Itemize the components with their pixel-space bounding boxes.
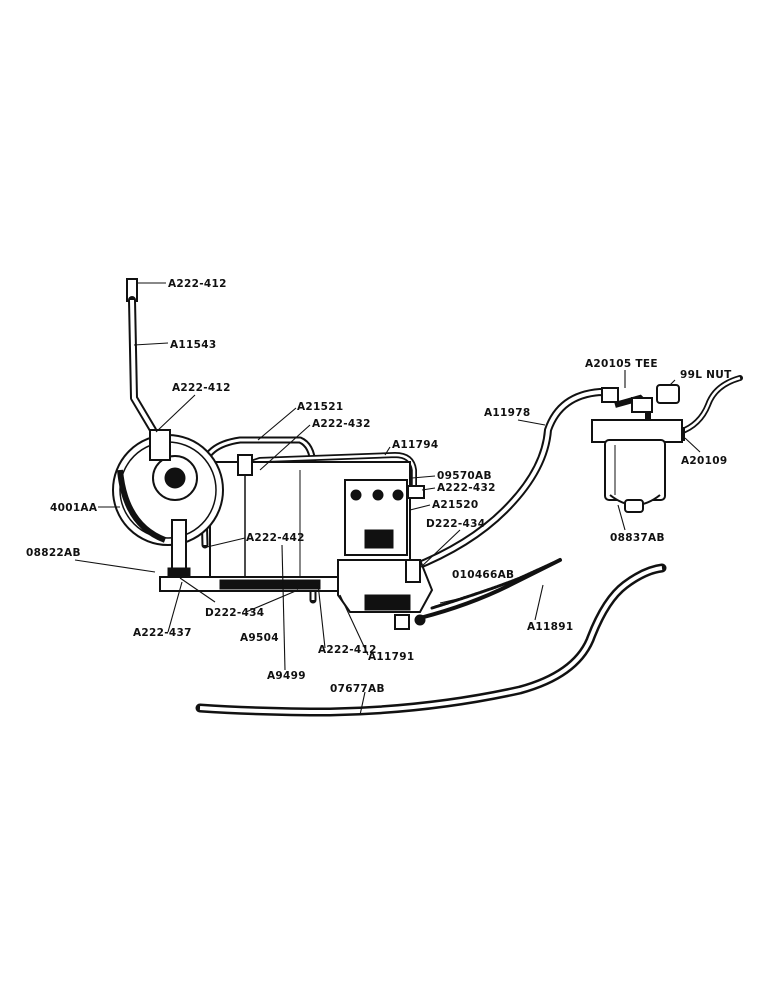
label-d222-434-right: D222-434 [426, 518, 485, 530]
label-4001aa: 4001AA [50, 502, 98, 514]
pipe-a11794 [242, 452, 417, 498]
label-a11791: A11791 [368, 651, 414, 663]
tee-fitting-a20105 [631, 397, 653, 413]
fuel-lines [126, 278, 743, 717]
injection-pump-assembly [112, 429, 434, 630]
nut-99l [656, 384, 680, 404]
label-a9499: A9499 [267, 670, 306, 682]
label-a21520: A21520 [432, 499, 478, 511]
label-a11543: A11543 [170, 339, 216, 351]
label-99l-nut: 99L NUT [680, 369, 732, 381]
part-labels: A222-412 A11543 A222-412 A21521 A222-432… [26, 278, 732, 695]
filter-head [591, 419, 683, 443]
label-08837ab: 08837AB [610, 532, 665, 544]
label-09570ab: 09570AB [437, 470, 492, 482]
label-07677ab: 07677AB [330, 683, 385, 695]
pipe-a11978 [408, 388, 616, 572]
label-d222-434-left: D222-434 [205, 607, 264, 619]
label-a11794: A11794 [392, 439, 438, 451]
label-a222-432-upper: A222-432 [312, 418, 371, 430]
label-08822ab: 08822AB [26, 547, 81, 559]
fuel-filter-assembly [591, 384, 685, 513]
label-a11978: A11978 [484, 407, 530, 419]
label-a20109: A20109 [681, 455, 727, 467]
label-a222-432-right: A222-432 [437, 482, 496, 494]
hose-07677ab [195, 563, 667, 717]
label-a20105-tee: A20105 TEE [585, 358, 658, 370]
label-a222-437: A222-437 [133, 627, 192, 639]
filter-bowl [604, 439, 666, 501]
pipe-a11891 [418, 558, 562, 620]
label-a222-412-top: A222-412 [168, 278, 227, 290]
label-a222-412-bottom: A222-412 [318, 644, 377, 656]
label-a21521: A21521 [297, 401, 343, 413]
label-a222-412-upper: A222-412 [172, 382, 231, 394]
leader-lines [74, 282, 701, 716]
label-a9504: A9504 [240, 632, 279, 644]
label-a222-442: A222-442 [246, 532, 305, 544]
label-010466ab: 010466AB [452, 569, 514, 581]
label-a11891: A11891 [527, 621, 573, 633]
pipe-a11543 [126, 278, 157, 434]
pipe-a20109 [677, 375, 743, 435]
